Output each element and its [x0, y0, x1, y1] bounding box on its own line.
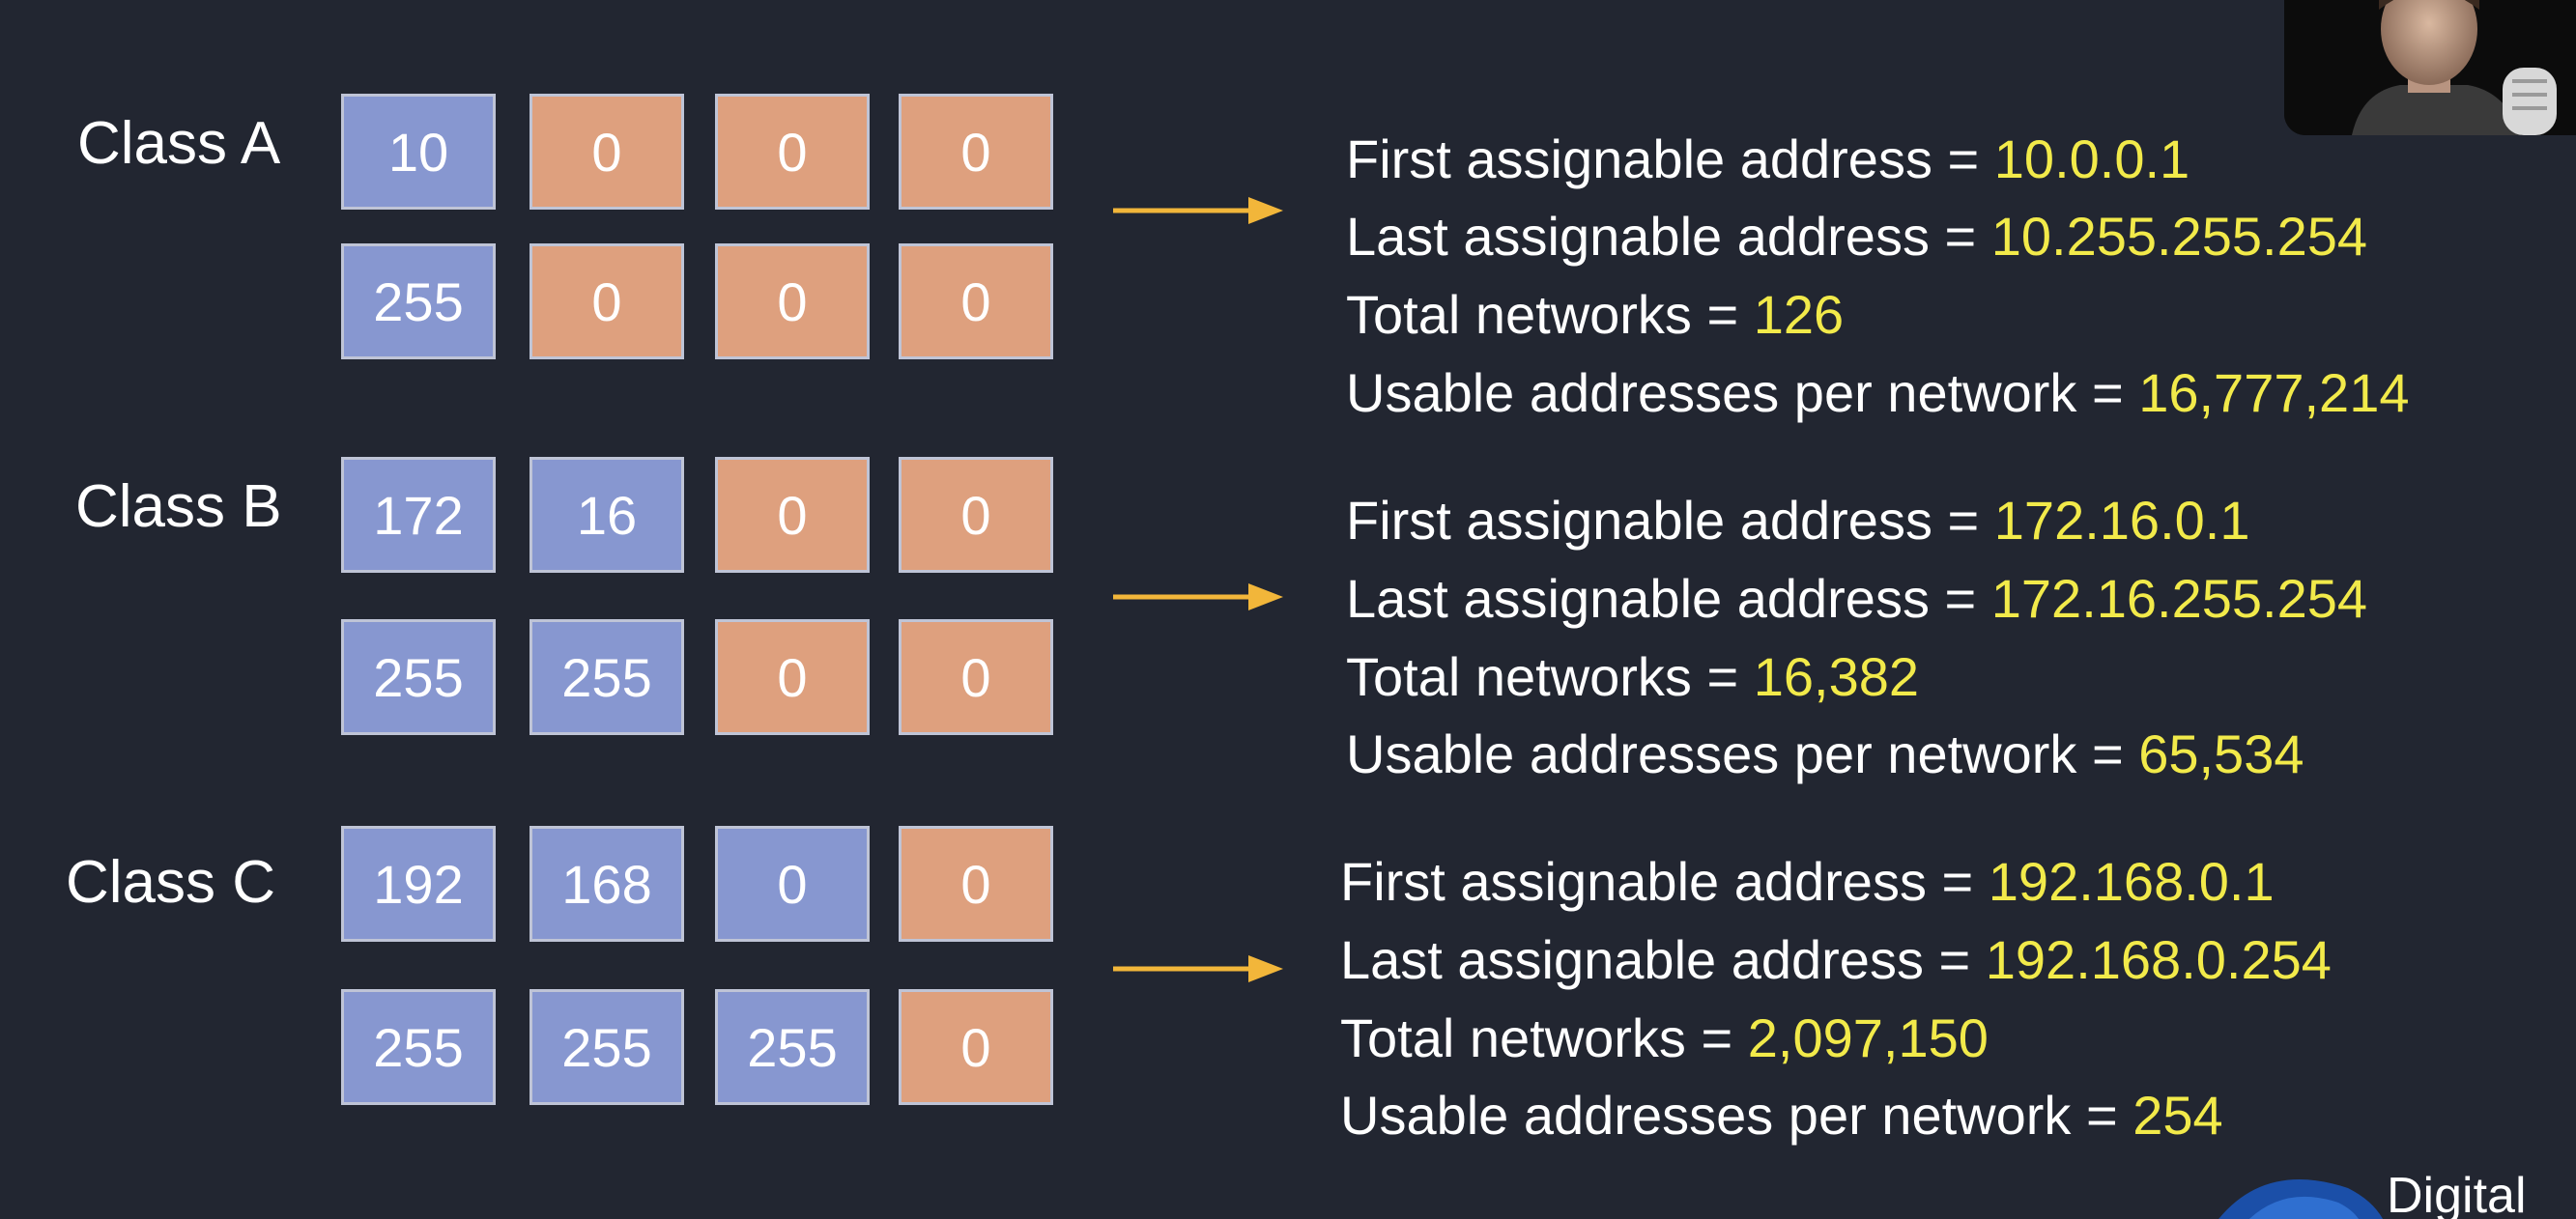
class-c-total-networks-value: 2,097,150: [1747, 1007, 1989, 1068]
class-b-label: Class B: [75, 473, 282, 540]
class-b-last-address: Last assignable address = 172.16.255.254: [1346, 572, 2367, 626]
class-b-usable-addresses-label: Usable addresses per network =: [1346, 723, 2139, 784]
class-b-last-address-value: 172.16.255.254: [1990, 568, 2368, 629]
class-c-first-address: First assignable address = 192.168.0.1: [1340, 855, 2275, 909]
class-c-last-address: Last assignable address = 192.168.0.254: [1340, 933, 2332, 987]
class-c-address-octet-1: 192: [341, 826, 496, 942]
logo-text: Digital: [2387, 1168, 2527, 1219]
class-c-mask-octet-3: 255: [715, 989, 870, 1105]
class-a-label: Class A: [77, 110, 281, 177]
class-a-usable-addresses-label: Usable addresses per network =: [1346, 362, 2139, 423]
class-c-usable-addresses-value: 254: [2132, 1085, 2223, 1146]
class-c-address-octet-2: 168: [530, 826, 684, 942]
class-c-first-address-label: First assignable address =: [1340, 851, 1989, 912]
class-a-first-address-value: 10.0.0.1: [1993, 128, 2190, 189]
class-c-last-address-label: Last assignable address =: [1340, 929, 1986, 990]
class-a-total-networks-label: Total networks =: [1346, 284, 1754, 345]
class-a-usable-addresses: Usable addresses per network = 16,777,21…: [1346, 366, 2409, 420]
class-c-mask-octet-4: 0: [899, 989, 1053, 1105]
class-b-mask-octet-1: 255: [341, 619, 496, 735]
class-a-first-address: First assignable address = 10.0.0.1: [1346, 132, 2190, 186]
class-c-first-address-value: 192.168.0.1: [1988, 851, 2275, 912]
class-a-last-address: Last assignable address = 10.255.255.254: [1346, 210, 2367, 264]
class-a-address-octet-2: 0: [530, 94, 684, 210]
class-b-first-address-value: 172.16.0.1: [1993, 490, 2250, 551]
class-a-mask-octet-3: 0: [715, 243, 870, 359]
class-c-mask-octet-1: 255: [341, 989, 496, 1105]
class-c-total-networks-label: Total networks =: [1340, 1007, 1748, 1068]
class-b-total-networks: Total networks = 16,382: [1346, 650, 1919, 704]
class-b-address-octet-2: 16: [530, 457, 684, 573]
class-a-first-address-label: First assignable address =: [1346, 128, 1994, 189]
logo-icon: [2218, 1179, 2384, 1219]
class-c-address-octet-3: 0: [715, 826, 870, 942]
class-a-address-octet-4: 0: [899, 94, 1053, 210]
class-b-first-address: First assignable address = 172.16.0.1: [1346, 494, 2249, 548]
class-b-total-networks-label: Total networks =: [1346, 646, 1754, 707]
class-c-arrow-icon: [1113, 955, 1283, 982]
class-b-last-address-label: Last assignable address =: [1346, 568, 1991, 629]
class-a-usable-addresses-value: 16,777,214: [2138, 362, 2410, 423]
class-a-arrow-icon: [1113, 197, 1283, 224]
class-b-arrow-icon: [1113, 583, 1283, 610]
class-a-total-networks-value: 126: [1753, 284, 1845, 345]
class-a-mask-octet-4: 0: [899, 243, 1053, 359]
class-c-total-networks: Total networks = 2,097,150: [1340, 1011, 1989, 1065]
class-c-mask-octet-2: 255: [530, 989, 684, 1105]
class-c-address-octet-4: 0: [899, 826, 1053, 942]
class-b-address-octet-3: 0: [715, 457, 870, 573]
class-c-usable-addresses: Usable addresses per network = 254: [1340, 1089, 2223, 1143]
class-a-mask-octet-2: 0: [530, 243, 684, 359]
class-c-usable-addresses-label: Usable addresses per network =: [1340, 1085, 2133, 1146]
class-a-last-address-label: Last assignable address =: [1346, 206, 1991, 267]
class-c-last-address-value: 192.168.0.254: [1985, 929, 2332, 990]
presenter-image: [2284, 0, 2576, 135]
class-a-address-octet-1: 10: [341, 94, 496, 210]
class-b-mask-octet-3: 0: [715, 619, 870, 735]
class-b-mask-octet-2: 255: [530, 619, 684, 735]
class-a-total-networks: Total networks = 126: [1346, 288, 1844, 342]
class-b-address-octet-4: 0: [899, 457, 1053, 573]
class-b-usable-addresses-value: 65,534: [2138, 723, 2304, 784]
class-a-mask-octet-1: 255: [341, 243, 496, 359]
class-a-last-address-value: 10.255.255.254: [1990, 206, 2368, 267]
class-a-address-octet-3: 0: [715, 94, 870, 210]
class-b-first-address-label: First assignable address =: [1346, 490, 1994, 551]
class-b-mask-octet-4: 0: [899, 619, 1053, 735]
class-b-usable-addresses: Usable addresses per network = 65,534: [1346, 727, 2304, 781]
presenter-webcam: [2284, 0, 2576, 135]
class-b-total-networks-value: 16,382: [1753, 646, 1920, 707]
class-c-label: Class C: [66, 849, 276, 916]
class-b-address-octet-1: 172: [341, 457, 496, 573]
